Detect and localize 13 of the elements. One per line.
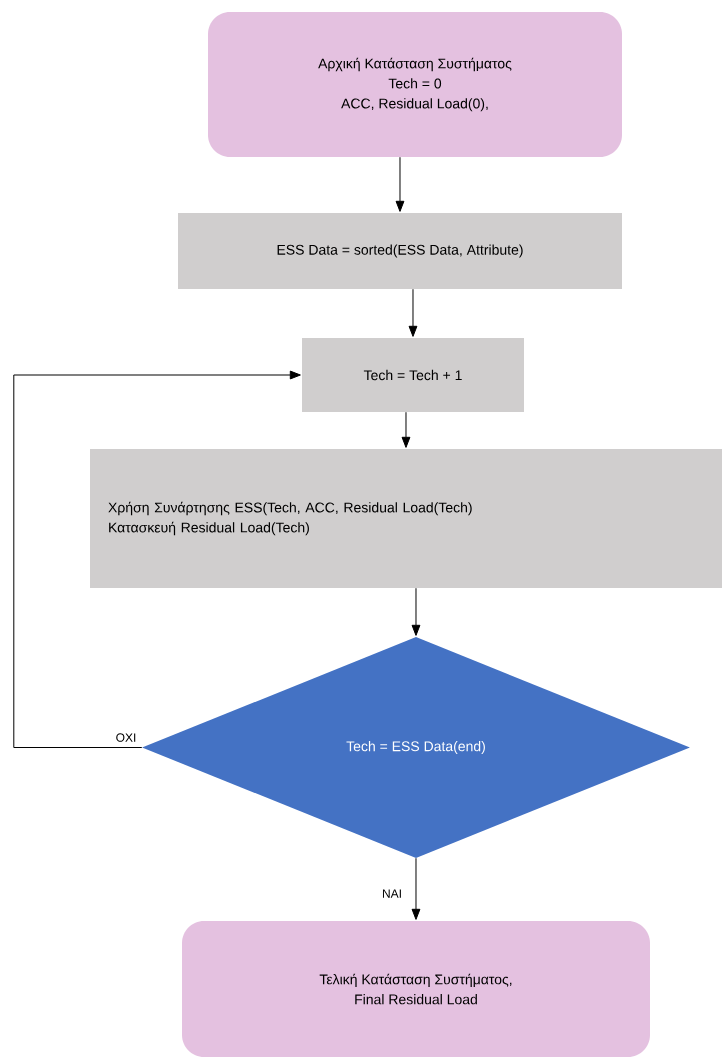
arrow [411, 857, 421, 920]
process-box: ESS Data = sorted(ESS Data, Attribute) [178, 213, 622, 289]
arrow [13, 370, 301, 748]
process-box: Χρήση Συνάρτησης ESS(Tech, ACC, Residual Load(Tech) Κατασκευή Residual Load(Tech) [90, 449, 722, 588]
edge-label: ΝΑΙ [383, 889, 401, 898]
arrow [401, 411, 411, 448]
arrow [408, 288, 418, 337]
process-box: Tech = Tech + 1 [302, 338, 524, 412]
edge-label: ΟΧΙ [116, 733, 136, 742]
end-box: Τελική Κατάσταση Συστήματος, Final Residual Load [182, 921, 650, 1057]
arrow [411, 587, 421, 636]
arrow [395, 156, 405, 212]
start-box: Αρχική Κατάσταση Συστήματος Tech = 0 ACC, Residual Load(0), [208, 12, 622, 157]
